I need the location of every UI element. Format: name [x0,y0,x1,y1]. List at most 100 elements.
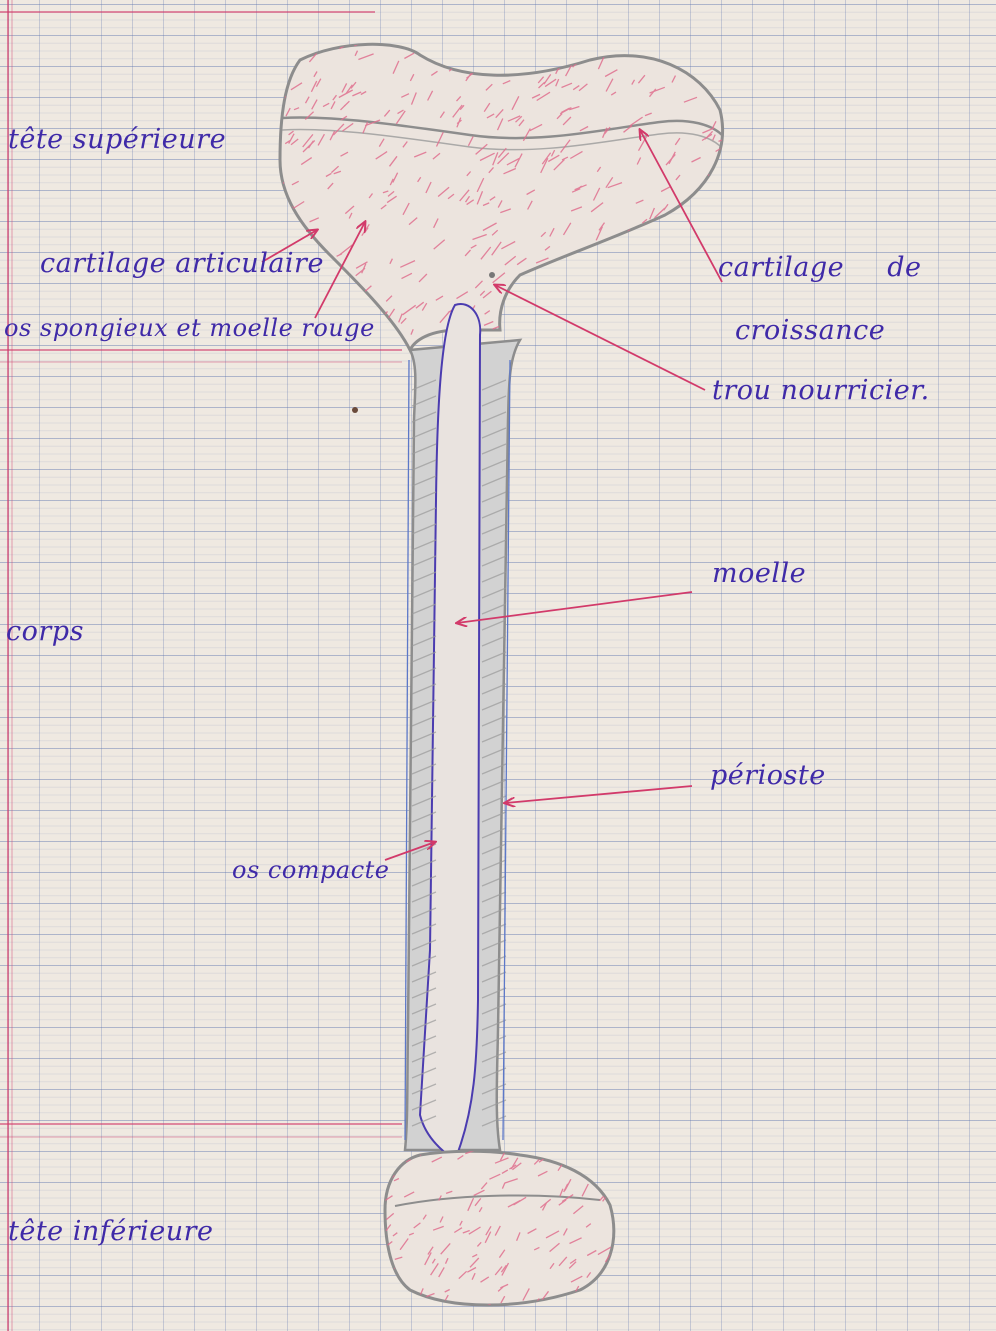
pencil-stroke [346,289,352,300]
pencil-stroke [578,35,585,45]
pencil-stroke [523,1139,530,1150]
pencil-stroke [640,254,655,260]
arrow-perioste [505,786,692,803]
pencil-stroke [703,256,707,264]
pencil-stroke [590,1147,595,1155]
pencil-stroke [716,225,723,232]
pencil-stroke [598,1153,604,1158]
pencil-stroke [713,66,719,69]
pencil-stroke [286,43,296,53]
pencil-stroke [509,306,514,308]
pencil-stroke [710,274,718,277]
pencil-stroke [676,229,685,240]
pencil-stroke [607,302,613,316]
pencil-stroke [708,65,719,76]
pencil-stroke [388,1271,391,1276]
pencil-stroke [685,256,689,263]
pencil-stroke [647,263,651,271]
pencil-stroke [648,253,657,261]
pencil-stroke [427,41,433,54]
label-os-compacte: os compacte [232,858,390,882]
pencil-stroke [615,1178,621,1185]
pencil-stroke [407,1300,417,1304]
label-perioste: périoste [710,762,826,789]
pencil-stroke [711,215,721,224]
pencil-stroke [522,42,528,53]
pencil-stroke [716,189,721,195]
pencil-stroke [348,289,355,296]
pencil-stroke [471,51,478,65]
pencil-stroke [634,234,640,246]
pencil-stroke [435,38,444,50]
pencil-stroke [606,1279,609,1285]
label-cartilage-articulaire: cartilage articulaire [40,250,324,277]
pencil-stroke [711,298,715,304]
pencil-stroke [675,308,685,320]
pencil-stroke [612,1259,619,1264]
pencil-stroke [651,237,661,245]
label-tete-superieure: tête supérieure [8,126,226,153]
nutrient-foramen-dot [489,272,495,278]
label-os-spongieux: os spongieux et moelle rouge [4,316,375,340]
pencil-stroke [591,274,595,282]
pencil-stroke [668,273,677,284]
pencil-stroke [495,35,502,48]
pencil-stroke [624,255,630,259]
pencil-stroke [523,324,535,333]
diaphysis [405,304,520,1160]
pencil-stroke [395,1151,409,1157]
pencil-stroke [603,1284,614,1293]
pencil-stroke [515,310,519,318]
pencil-stroke [719,226,730,234]
pencil-stroke [692,51,697,64]
pencil-stroke [623,252,626,257]
label-cartilage-de: cartilage de [718,254,921,281]
pencil-stroke [541,46,552,56]
pencil-stroke [711,279,716,293]
pencil-stroke [706,180,714,184]
pencil-stroke [392,1292,402,1296]
pencil-stroke [569,1299,579,1303]
arrow-trou-nourricier [495,285,705,390]
pencil-stroke [633,45,642,50]
pencil-stroke [314,295,317,301]
pencil-stroke [711,86,717,91]
pencil-stroke [571,40,574,47]
pencil-stroke [658,296,670,302]
pencil-stroke [561,1146,568,1154]
pencil-stroke [500,51,506,60]
pencil-stroke [634,247,639,258]
pencil-stroke [714,92,717,97]
pencil-stroke [575,271,581,275]
pencil-stroke [708,215,714,222]
pencil-stroke [527,45,533,53]
pencil-stroke [652,255,662,262]
pencil-stroke [703,38,709,45]
pencil-stroke [685,290,694,297]
pencil-stroke [721,308,730,316]
pencil-stroke [632,46,638,52]
pencil-stroke [684,245,691,249]
pencil-stroke [594,283,602,286]
pencil-stroke [683,268,688,278]
pencil-stroke [591,259,599,267]
label-tete-inferieure: tête inférieure [8,1218,214,1245]
pencil-stroke [612,1142,619,1152]
pencil-stroke [538,1151,546,1156]
pencil-stroke [627,235,634,247]
pencil-stroke [717,165,723,179]
pencil-stroke [590,268,598,271]
pencil-stroke [716,35,722,46]
pencil-stroke [397,1145,400,1151]
pencil-stroke [466,39,477,48]
pencil-stroke [476,63,487,67]
pencil-stroke [707,185,711,194]
pencil-stroke [566,306,571,317]
upper-epiphysis [280,35,733,350]
pencil-stroke [573,293,577,299]
label-trou-nourricier: trou nourricier. [712,377,930,404]
pencil-stroke [526,307,540,315]
pencil-stroke [692,288,703,294]
pencil-stroke [524,65,532,70]
